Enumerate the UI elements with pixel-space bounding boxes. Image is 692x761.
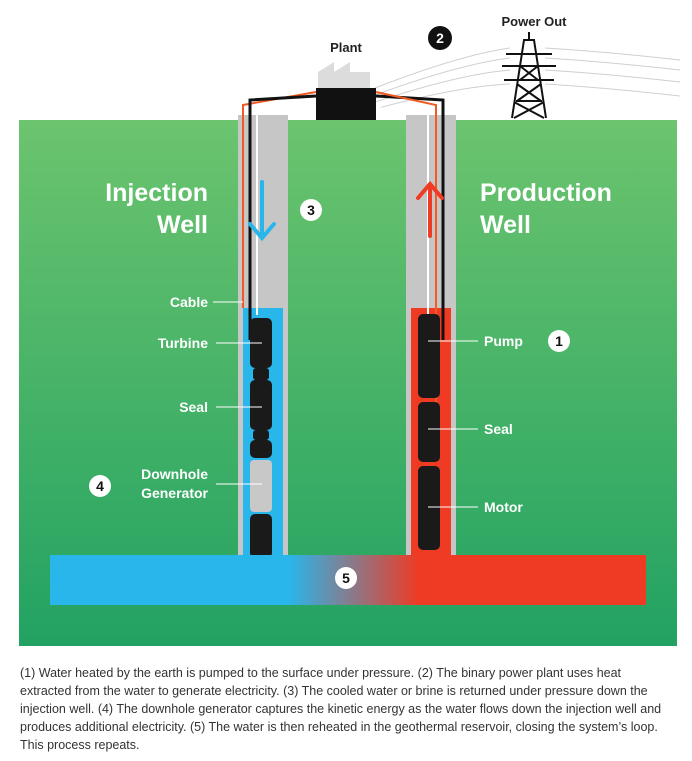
svg-text:4: 4 — [96, 478, 104, 494]
marker-4: 4 — [89, 475, 111, 497]
downhole-generator — [250, 460, 272, 558]
marker-2: 2 — [428, 26, 452, 50]
marker-1: 1 — [548, 330, 570, 352]
motor — [418, 466, 440, 550]
production-flow-arrow-icon — [416, 180, 444, 238]
leader-lines — [213, 301, 478, 508]
seal-left-body — [250, 380, 272, 458]
plant-icon — [316, 62, 376, 120]
svg-text:5: 5 — [342, 570, 350, 586]
seal-left-label: Seal — [179, 399, 208, 415]
marker-3: 3 — [300, 199, 322, 221]
injection-well-title-line1: Injection — [105, 179, 208, 207]
power-out-label: Power Out — [501, 14, 567, 29]
cable-label: Cable — [170, 294, 208, 310]
injection-well-title-line2: Well — [157, 211, 208, 239]
production-well-title-line2: Well — [480, 211, 531, 239]
geothermal-diagram: Plant Power Out Injection Well Productio… — [19, 14, 681, 646]
production-well-title-line1: Production — [480, 179, 612, 207]
caption: (1) Water heated by the earth is pumped … — [20, 666, 662, 752]
plant-label: Plant — [330, 40, 362, 55]
svg-text:3: 3 — [307, 202, 315, 218]
turbine — [250, 318, 272, 380]
pump-label: Pump — [484, 333, 523, 349]
downhole-generator-label-line1: Downhole — [141, 466, 208, 482]
seal-right-label: Seal — [484, 421, 513, 437]
turbine-label: Turbine — [158, 335, 209, 351]
pump — [418, 314, 440, 398]
marker-5: 5 — [335, 567, 357, 589]
power-tower-icon — [502, 32, 556, 119]
motor-label: Motor — [484, 499, 523, 515]
svg-text:2: 2 — [436, 30, 444, 46]
svg-text:1: 1 — [555, 333, 563, 349]
seal-right-body — [418, 402, 440, 462]
injection-flow-arrow-icon — [248, 180, 276, 242]
downhole-generator-label-line2: Generator — [141, 485, 208, 501]
